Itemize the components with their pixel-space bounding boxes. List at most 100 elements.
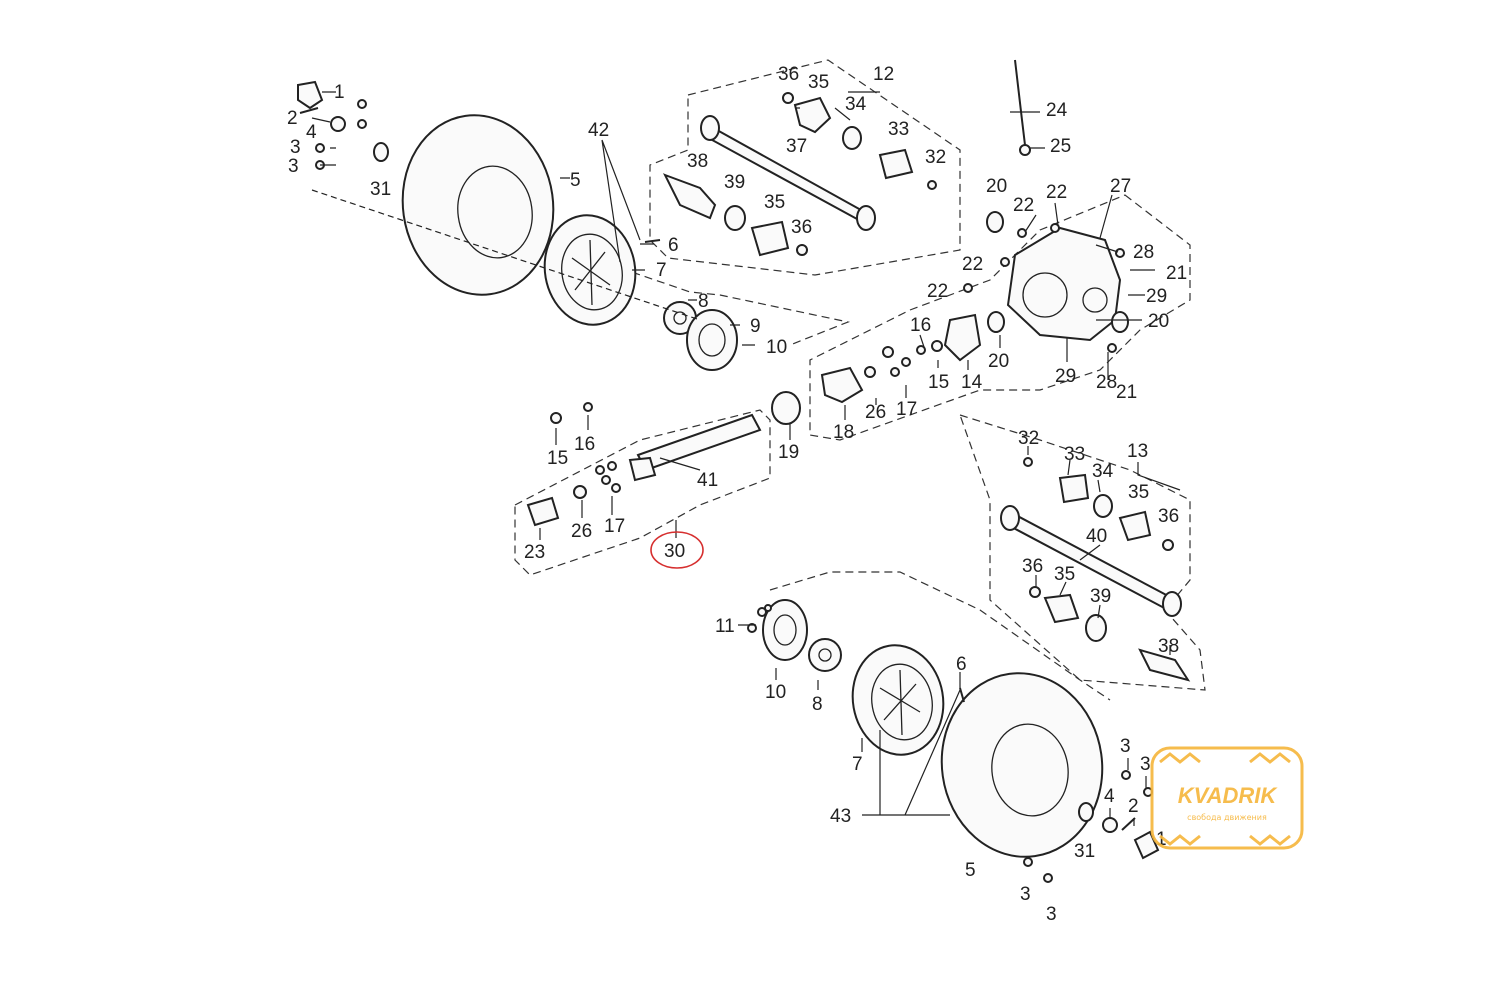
part-label-29: 29 [1055,366,1076,387]
part-label-23: 23 [524,542,545,563]
part-label-30: 30 [664,541,685,562]
part-label-3: 3 [1046,904,1057,925]
hub-lower [808,638,842,672]
part-label-26: 26 [865,402,886,423]
part-label-20: 20 [1148,311,1169,332]
part-label-1: 1 [334,82,345,103]
part-label-37: 37 [786,136,807,157]
part-label-35: 35 [764,192,785,213]
highlight-circle-30 [650,531,704,569]
logo-tagline: свобода движения [1187,813,1267,822]
part-label-38: 38 [687,151,708,172]
part-label-13: 13 [1127,441,1148,462]
part-label-28: 28 [1096,372,1117,393]
part-label-21: 21 [1116,382,1137,403]
part-label-41: 41 [697,470,718,491]
part-label-2: 2 [1128,796,1139,817]
part-label-31: 31 [370,179,391,200]
group-outline-13 [959,414,1206,691]
part-label-7: 7 [656,260,667,281]
small-parts-upper-left [297,80,661,243]
part-label-39: 39 [724,172,745,193]
part-label-20: 20 [986,176,1007,197]
part-label-3: 3 [290,137,301,158]
group-outline-27 [809,194,1191,441]
part-label-20: 20 [988,351,1009,372]
part-label-12: 12 [873,64,894,85]
part-label-4: 4 [1104,786,1115,807]
tire-upper-left [401,114,555,296]
drive-shaft-41 [526,402,762,527]
part-label-32: 32 [1018,428,1039,449]
part-label-25: 25 [1050,136,1071,157]
rim-lower [851,644,945,756]
part-label-35: 35 [808,72,829,93]
part-label-18: 18 [833,422,854,443]
rim-upper-left [543,214,637,326]
part-label-22: 22 [1046,182,1067,203]
part-label-36: 36 [791,217,812,238]
part-label-17: 17 [604,516,625,537]
cv-shaft-upper [662,92,937,257]
part-label-35: 35 [1128,482,1149,503]
part-label-33: 33 [888,119,909,140]
part-label-10: 10 [765,682,786,703]
part-label-17: 17 [896,399,917,420]
cv-shaft-lower [1000,457,1191,682]
part-label-43: 43 [830,806,851,827]
part-label-42: 42 [588,120,609,141]
part-label-26: 26 [571,521,592,542]
part-label-40: 40 [1086,526,1107,547]
part-label-34: 34 [845,94,867,115]
small-parts-lower-right [747,604,1160,883]
part-label-31: 31 [1074,841,1095,862]
part-label-16: 16 [574,434,595,455]
part-label-3: 3 [288,156,299,177]
part-label-8: 8 [698,291,709,312]
coupling-parts-center [771,313,982,425]
part-label-5: 5 [965,860,976,881]
part-label-39: 39 [1090,586,1111,607]
part-label-21: 21 [1166,263,1187,284]
part-label-24: 24 [1046,100,1068,121]
part-label-6: 6 [956,654,967,675]
part-label-36: 36 [778,64,799,85]
part-label-36: 36 [1158,506,1179,527]
part-label-34: 34 [1092,461,1114,482]
part-label-35: 35 [1054,564,1075,585]
group-outline-30 [514,409,771,576]
rear-differential [963,59,1129,353]
part-label-3: 3 [1020,884,1031,905]
part-label-14: 14 [961,372,983,393]
part-label-19: 19 [778,442,799,463]
part-label-27: 27 [1110,176,1131,197]
part-label-4: 4 [306,122,317,143]
part-label-22: 22 [927,281,948,302]
part-label-3: 3 [1120,736,1131,757]
hub-upper-left [663,301,697,335]
part-label-28: 28 [1133,242,1154,263]
kvadrik-watermark-logo: KVADRIK свобода движения [1150,746,1304,850]
part-label-15: 15 [928,372,949,393]
part-label-10: 10 [766,337,787,358]
part-label-7: 7 [852,754,863,775]
part-label-15: 15 [547,448,568,469]
brake-disc-upper-left [686,309,738,371]
part-label-38: 38 [1158,636,1179,657]
leader-lines [311,91,1181,826]
part-label-16: 16 [910,315,931,336]
part-label-6: 6 [668,235,679,256]
part-label-1: 1 [1156,829,1167,850]
part-label-5: 5 [570,170,581,191]
tire-lower [940,672,1104,858]
logo-text: KVADRIK [1178,783,1279,808]
part-labels: 1 2 4 3 3 31 5 42 6 7 8 9 10 36 35 12 34… [287,64,1187,925]
part-label-32: 32 [925,147,946,168]
brake-disc-lower [762,599,808,661]
part-label-8: 8 [812,694,823,715]
part-label-9: 9 [750,316,761,337]
part-label-33: 33 [1064,444,1085,465]
group-outline-43-wheel [769,571,1111,701]
part-label-22: 22 [962,254,983,275]
part-label-29: 29 [1146,286,1167,307]
